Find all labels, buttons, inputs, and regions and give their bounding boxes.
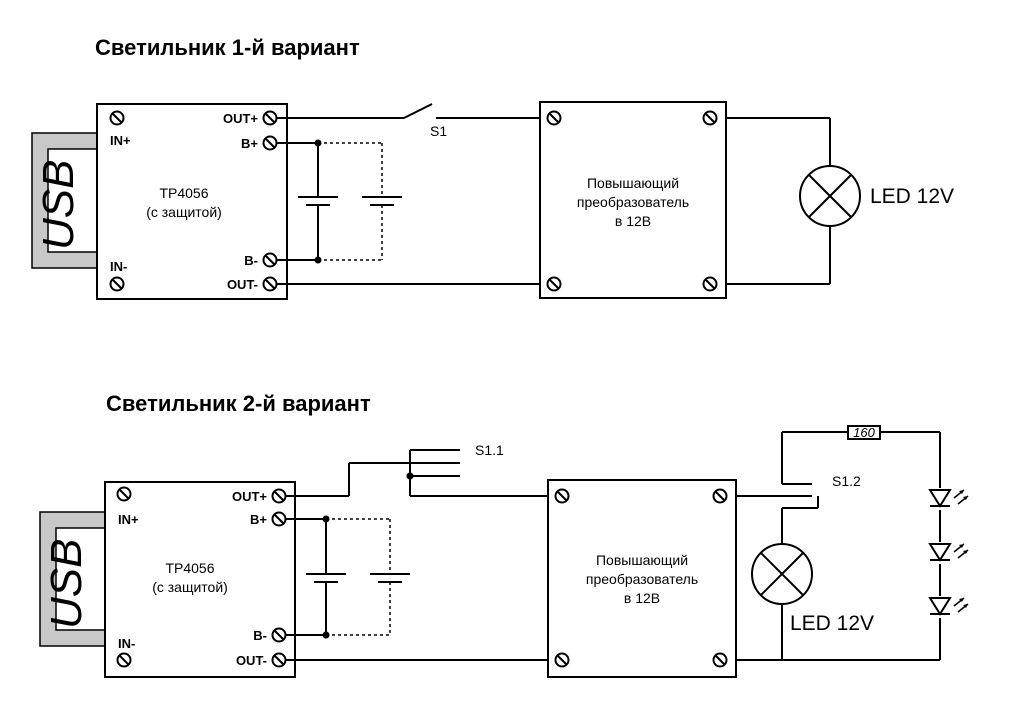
pin-in-plus: IN+ xyxy=(110,133,131,148)
led-icon xyxy=(929,597,969,615)
screw-icon xyxy=(702,276,718,292)
resistor-icon xyxy=(847,425,881,440)
tp4056-module-1 xyxy=(96,103,288,300)
screw-icon xyxy=(271,488,287,504)
booster-module-2 xyxy=(547,479,737,678)
screw-icon xyxy=(712,652,728,668)
lamp-icon xyxy=(751,543,813,605)
led-icon xyxy=(929,489,969,507)
screw-icon xyxy=(109,276,125,292)
pin-out-minus: OUT- xyxy=(236,653,267,668)
battery-1 xyxy=(277,142,338,261)
screw-icon xyxy=(554,652,570,668)
wires-variant-1 xyxy=(277,103,831,285)
booster-line-2: преобразователь xyxy=(577,194,689,210)
junction-dot xyxy=(406,472,414,480)
switch-s1-2-label: S1.2 xyxy=(832,473,861,489)
usb-label: USB xyxy=(42,539,91,629)
switch-s1-label: S1 xyxy=(430,123,447,139)
battery-2-optional xyxy=(318,142,402,261)
booster-line-2: преобразователь xyxy=(586,571,698,587)
screw-icon xyxy=(262,135,278,151)
pin-out-minus: OUT- xyxy=(227,277,258,292)
screw-icon xyxy=(712,488,728,504)
screw-icon xyxy=(109,110,125,126)
booster-module-1 xyxy=(539,101,727,299)
pin-in-minus: IN- xyxy=(118,636,135,651)
switch-s1-1-label: S1.1 xyxy=(475,442,504,458)
screw-icon xyxy=(554,488,570,504)
junction-dot xyxy=(322,515,330,523)
screw-icon xyxy=(702,110,718,126)
pin-b-minus: B- xyxy=(253,628,267,643)
junction-dot xyxy=(314,256,322,264)
junction-dot xyxy=(322,631,330,639)
booster-line-3: в 12В xyxy=(615,213,651,229)
booster-line-1: Повышающий xyxy=(596,552,688,568)
tp4056-module-2 xyxy=(104,481,296,678)
pin-b-plus: B+ xyxy=(241,136,258,151)
battery-2-optional xyxy=(326,518,410,636)
pin-out-plus: OUT+ xyxy=(232,489,267,504)
screw-icon xyxy=(271,627,287,643)
module-name: TP4056 xyxy=(159,185,208,201)
screw-icon xyxy=(262,110,278,126)
title-variant-1: Светильник 1-й вариант xyxy=(95,35,360,60)
screw-icon xyxy=(546,276,562,292)
screw-icon xyxy=(271,511,287,527)
junction-dot xyxy=(314,139,322,147)
pin-b-plus: B+ xyxy=(250,512,267,527)
module-note: (с защитой) xyxy=(146,204,222,220)
booster-line-1: Повышающий xyxy=(587,175,679,191)
pin-in-minus: IN- xyxy=(110,259,127,274)
module-note: (с защитой) xyxy=(152,579,228,595)
usb-connector-2: USB xyxy=(39,511,106,647)
screw-icon xyxy=(262,276,278,292)
screw-icon xyxy=(546,110,562,126)
screw-icon xyxy=(271,652,287,668)
pin-b-minus: B- xyxy=(244,253,258,268)
battery-1 xyxy=(286,518,346,636)
title-variant-2: Светильник 2-й вариант xyxy=(106,391,371,416)
pin-out-plus: OUT+ xyxy=(223,111,258,126)
booster-line-3: в 12В xyxy=(624,590,660,606)
screw-icon xyxy=(262,252,278,268)
lamp-label: LED 12V xyxy=(870,185,954,208)
usb-connector-1: USB xyxy=(31,132,98,269)
pin-in-plus: IN+ xyxy=(118,512,139,527)
screw-icon xyxy=(116,652,132,668)
wires-variant-2 xyxy=(286,431,941,661)
lamp-icon xyxy=(799,165,861,227)
usb-label: USB xyxy=(34,160,83,250)
resistor-label: 160 xyxy=(853,425,875,440)
led-icon xyxy=(929,543,969,561)
screw-icon xyxy=(116,486,132,502)
lamp-label: LED 12V xyxy=(790,612,874,635)
module-name: TP4056 xyxy=(165,560,214,576)
